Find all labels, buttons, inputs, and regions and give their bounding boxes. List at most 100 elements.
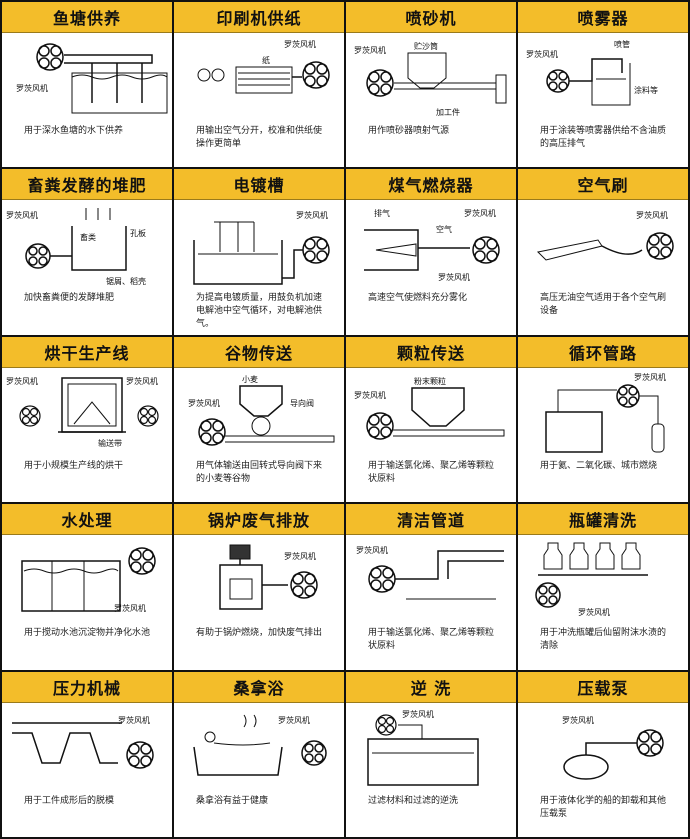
svg-text:罗茨风机: 罗茨风机	[356, 545, 388, 555]
roots-blower-icon	[368, 565, 396, 593]
diagram-drying-line: 罗茨风机 罗茨风机 输送带	[2, 368, 172, 458]
svg-text:罗茨风机: 罗茨风机	[284, 551, 316, 561]
diagram-sprayer: 罗茨风机 喷管 涂料等	[518, 33, 688, 123]
cell-compost: 畜粪发酵的堆肥 罗茨风机 畜类 孔板 锯屑、稻壳 加快畜粪便的发酵堆肥	[2, 169, 172, 335]
cell-title: 水处理	[2, 504, 172, 536]
roots-blower-icon	[137, 405, 159, 427]
cell-title: 鱼塘供养	[2, 2, 172, 33]
cell-drying-line: 烘干生产线 罗茨风机 罗茨风机 输送带 用于小规模生产线的烘干	[2, 336, 172, 503]
roots-blower-icon	[126, 740, 154, 769]
diagram-sandblaster: 罗茨风机 贮沙筒 加工件	[346, 33, 516, 123]
cell-particle-convey: 颗粒传送 粉末颗粒 罗茨风机 用于输送氯化烯、聚乙烯等颗粒状原料	[346, 336, 516, 503]
svg-text:罗茨风机: 罗茨风机	[6, 376, 38, 386]
cell-title: 印刷机供纸	[174, 2, 344, 33]
cell-caption: 用作喷砂器喷射气源	[368, 126, 450, 136]
svg-text:孔板: 孔板	[130, 228, 146, 238]
roots-blower-icon	[546, 69, 570, 93]
svg-text:小麦: 小麦	[242, 374, 258, 384]
cell-caption: 有助于锅炉燃烧，加快废气排出	[196, 628, 323, 639]
cell-title: 畜粪发酵的堆肥	[2, 169, 172, 201]
svg-text:罗茨风机: 罗茨风机	[126, 376, 158, 386]
svg-text:罗茨风机: 罗茨风机	[354, 45, 386, 55]
roots-blower-icon	[19, 405, 41, 427]
diagram-water-treatment: 罗茨风机	[2, 535, 172, 625]
roots-blower-icon	[25, 243, 51, 270]
svg-text:罗茨风机: 罗茨风机	[354, 390, 386, 400]
svg-text:罗茨风机: 罗茨风机	[438, 272, 470, 282]
diagram-plating: 罗茨风机	[174, 200, 344, 290]
cell-caption: 为提高电镀质量，用鼓负机加速电解池中空气循环，对电解池供气。	[196, 293, 323, 330]
cell-caption: 用于涂装等喷雾器供给不含油质的高压排气	[540, 126, 667, 149]
cell-sprayer: 喷雾器 罗茨风机 喷管 涂料等 用于涂装等喷雾器供给不含油质的高压排气	[518, 2, 688, 168]
svg-text:罗茨风机: 罗茨风机	[114, 603, 146, 613]
cell-gas-burner: 煤气燃烧器 排气 罗茨风机 空气 罗茨风机 高速空气使燃料充分雾化	[346, 169, 516, 335]
diagram-grain-convey: 小麦 罗茨风机 导向阀	[174, 368, 344, 458]
cell-caption: 用于深水鱼塘的水下供养	[24, 126, 124, 136]
svg-text:罗茨风机: 罗茨风机	[634, 372, 666, 382]
cell-title: 逆 洗	[346, 671, 516, 703]
svg-text:排气: 排气	[374, 208, 390, 218]
cell-grain-convey: 谷物传送 小麦 罗茨风机 导向阀 用气体输送由回转式导向阀下来的小麦等谷物	[174, 336, 344, 503]
cell-airbrush: 空气刷 罗茨风机 高压无油空气适用于各个空气刷设备	[518, 169, 688, 335]
diagram-circulation: 罗茨风机	[518, 368, 688, 458]
svg-text:罗茨风机: 罗茨风机	[278, 715, 310, 725]
svg-text:罗茨风机: 罗茨风机	[16, 83, 48, 93]
roots-blower-icon	[472, 236, 500, 265]
cell-title: 瓶罐清洗	[518, 504, 688, 536]
cell-title: 循环管路	[518, 336, 688, 368]
cell-fish-pond: 鱼塘供养 罗茨风机 用于深水鱼塘的水下供养	[2, 2, 172, 168]
cell-title: 谷物传送	[174, 336, 344, 368]
cell-boiler-exhaust: 锅炉废气排放 罗茨风机 有助于锅炉燃烧，加快废气排出	[174, 504, 344, 670]
roots-blower-icon	[198, 418, 226, 446]
cell-caption: 用于氦、二氧化碳、城市燃烧	[540, 460, 658, 471]
roots-blower-icon	[636, 728, 664, 757]
cell-pipe-cleaning: 清洁管道 罗茨风机 用于输送氯化烯、聚乙烯等颗粒状原料	[346, 504, 516, 670]
svg-text:罗茨风机: 罗茨风机	[6, 210, 38, 220]
cell-printer-feed: 印刷机供纸 罗茨风机 纸 用输出空气分开，校准和供纸使操作更简单	[174, 2, 344, 168]
cell-title: 压载泵	[518, 671, 688, 703]
cell-caption: 用于工件成形后的脱模	[24, 795, 115, 806]
svg-text:喷管: 喷管	[614, 39, 630, 49]
diagram-gas-burner: 排气 罗茨风机 空气 罗茨风机	[346, 200, 516, 290]
cell-caption: 用输出空气分开，校准和供纸使操作更简单	[196, 126, 323, 149]
cell-caption: 用于输送氯化烯、聚乙烯等颗粒状原料	[368, 628, 495, 652]
cell-ballast-pump: 压载泵 罗茨风机 用于液体化学的船的卸载和其他压载泵	[518, 671, 688, 837]
svg-text:罗茨风机: 罗茨风机	[464, 208, 496, 218]
svg-text:纸: 纸	[262, 55, 270, 65]
svg-text:涂料等: 涂料等	[634, 85, 658, 95]
svg-text:罗茨风机: 罗茨风机	[118, 715, 150, 725]
cell-caption: 用于冲洗瓶罐后仙留附沫水渍的清除	[540, 628, 667, 652]
cell-caption: 桑拿浴有益于健康	[196, 795, 269, 806]
svg-text:罗茨风机: 罗茨风机	[578, 607, 610, 617]
diagram-bottle-cleaning: 罗茨风机	[518, 535, 688, 625]
cell-press-machine: 压力机械 罗茨风机 用于工件成形后的脱模	[2, 671, 172, 837]
cell-sandblaster: 喷砂机 罗茨风机 贮沙筒 加工件 用作喷砂器喷射气源	[346, 2, 516, 168]
svg-text:罗茨风机: 罗茨风机	[296, 210, 328, 220]
svg-text:导向阀: 导向阀	[290, 398, 314, 408]
cell-caption: 用于小规模生产线的烘干	[24, 460, 124, 471]
cell-bottle-cleaning: 瓶罐清洗 罗茨风机 用于冲洗瓶罐后仙留附沫水渍的清除	[518, 504, 688, 670]
diagram-compost: 罗茨风机 畜类 孔板 锯屑、稻壳	[2, 200, 172, 290]
roots-blower-icon	[646, 232, 674, 261]
svg-text:粉末颗粒: 粉末颗粒	[414, 376, 446, 386]
diagram-boiler-exhaust: 罗茨风机	[174, 535, 344, 625]
roots-blower-icon	[301, 739, 327, 766]
cell-title: 颗粒传送	[346, 336, 516, 368]
cell-water-treatment: 水处理 罗茨风机 用于搅动水池沉淀物并净化水池	[2, 504, 172, 670]
roots-blower-icon	[302, 236, 330, 265]
svg-text:罗茨风机: 罗茨风机	[562, 715, 594, 725]
cell-plating: 电镀槽 罗茨风机 为提高电镀质量，用鼓负机加速电解池中空气循环，对电解池供气。	[174, 169, 344, 335]
roots-blower-icon	[366, 69, 394, 97]
svg-text:贮沙筒: 贮沙筒	[414, 41, 438, 51]
cell-caption: 高压无油空气适用于各个空气刷设备	[540, 293, 667, 317]
svg-text:罗茨风机: 罗茨风机	[188, 398, 220, 408]
diagram-particle-convey: 粉末颗粒 罗茨风机	[346, 368, 516, 458]
roots-blower-icon	[535, 582, 561, 608]
cell-caption: 加快畜粪便的发酵堆肥	[24, 293, 115, 304]
cell-caption: 用于搅动水池沉淀物并净化水池	[24, 628, 151, 639]
cell-caption: 过滤材料和过滤的逆洗	[368, 795, 459, 806]
roots-blower-icon	[375, 713, 397, 736]
diagram-airbrush: 罗茨风机	[518, 200, 688, 290]
svg-text:罗茨风机: 罗茨风机	[284, 39, 316, 49]
svg-text:输送带: 输送带	[98, 438, 122, 448]
